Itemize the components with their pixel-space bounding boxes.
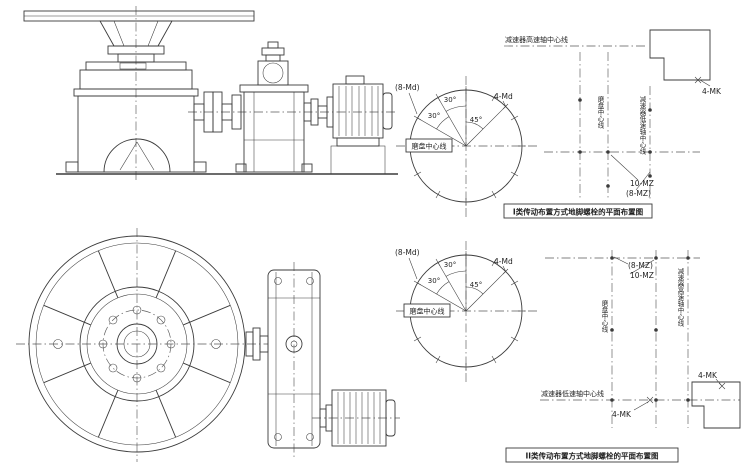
leader-line <box>502 265 507 273</box>
bolt-callout-4mk: 4-MK <box>702 87 722 96</box>
angle-label: 45° <box>470 116 482 124</box>
bolt-callout-4mk: 4-MK <box>698 371 718 380</box>
reducer-plan <box>267 262 321 458</box>
turntable-section <box>23 10 255 63</box>
mill-centerline-box <box>403 303 451 318</box>
plan-view <box>16 228 400 462</box>
bolt-ticks-1 <box>406 86 526 206</box>
mill-centerline-label: 磨盘中心线 <box>410 307 445 316</box>
mill-centerline-vlabel: 磨盘中心线 <box>596 95 604 129</box>
hs-shaft-centerline-label: 减速器高速轴中心线 <box>505 35 568 44</box>
angle-label: 30° <box>444 261 456 269</box>
angle-arcs-2 <box>436 270 484 295</box>
rim-hole-right <box>211 339 221 349</box>
bolt-callout-4md: 4-Md <box>494 257 513 266</box>
foundation-schematic-1: 减速器高速轴中心线 4-MK 磨盘中心线 减速器低速轴中心线 10-MZ (8-… <box>504 29 722 200</box>
bolt-callout-8mz: (8-MZ) <box>626 189 651 198</box>
bolt-callout-10mz: 10-MZ <box>630 179 654 188</box>
bolt-callout-8md: (8-Md) <box>395 248 420 257</box>
leader-line <box>715 378 723 387</box>
hub-bolt-holes <box>98 305 176 383</box>
hub-bolt-circle <box>102 309 172 379</box>
leader-line <box>408 92 418 115</box>
angle-label: 30° <box>428 112 440 120</box>
bolt-cross <box>694 76 702 84</box>
anchor-bolts-1 <box>578 98 652 188</box>
bolt-callout-8mz: (8-MZ) <box>628 261 653 270</box>
bevel-gearbox <box>235 41 313 173</box>
leader-line <box>610 154 639 181</box>
motor-plinth <box>330 145 386 175</box>
bolt-diagram-1: 30° 30° 45° (8-Md) 4-Md 磨盘中心线 <box>395 76 538 218</box>
main-gearbox <box>65 61 207 173</box>
leader-line <box>635 171 651 191</box>
angle-label: 45° <box>470 281 482 289</box>
mill-centerline-vlabel: 磨盘中心线 <box>600 299 608 333</box>
caption-1: I类传动布置方式地脚螺栓的平面布置图 <box>503 203 653 219</box>
leader-line <box>613 256 629 265</box>
radial-lines-2 <box>417 255 506 312</box>
bolt-diagram-2: 30° 30° 45° (8-Md) 4-Md 磨盘中心线 <box>395 241 538 383</box>
caption-1-text: I类传动布置方式地脚螺栓的平面布置图 <box>513 207 644 217</box>
radial-lines-1 <box>417 90 506 147</box>
foundation-step-1 <box>649 29 711 81</box>
arch-opening <box>103 138 171 173</box>
ls-shaft-centerline-vlabel: 减速器低速轴中心线 <box>638 95 646 155</box>
bolt-callout-10mz: 10-MZ <box>630 271 654 280</box>
leader-line <box>502 100 507 108</box>
mill-disc <box>28 235 246 453</box>
bolt-callout-4mk: 4-MK <box>612 410 632 419</box>
foundation-schematic-2: 减速器高速轴中心线 磨盘中心线 减速器低速轴中心线 (8-MZ) 10-MZ 4… <box>540 250 741 429</box>
ls-shaft-centerline-label: 减速器低速轴中心线 <box>541 389 604 398</box>
leader-line <box>699 79 711 87</box>
leader-line <box>408 257 418 280</box>
output-coupling <box>193 91 242 133</box>
caption-2-text: II类传动布置方式地脚螺栓的平面布置图 <box>525 451 659 461</box>
bolt-callout-4md: 4-Md <box>494 92 513 101</box>
gearbox-foot-left <box>65 161 79 173</box>
angle-label: 30° <box>444 96 456 104</box>
foundation-step-2 <box>691 381 741 429</box>
rim-hole-left <box>53 339 63 349</box>
bolt-callout-8md: (8-Md) <box>395 83 420 92</box>
mill-centerline-label: 磨盘中心线 <box>412 142 447 151</box>
leader-line <box>633 401 649 411</box>
disc-hub <box>79 286 195 402</box>
motor-elevation <box>326 75 393 175</box>
disc-outer-rim <box>28 235 246 453</box>
gearbox-foot-right <box>193 161 207 173</box>
caption-2: II类传动布置方式地脚螺栓的平面布置图 <box>505 447 679 463</box>
motor-base <box>336 137 380 147</box>
hs-shaft-centerline-vlabel: 减速器高速轴中心线 <box>676 267 684 327</box>
angle-arcs-1 <box>436 105 484 130</box>
angle-label: 30° <box>428 277 440 285</box>
mill-centerline-box <box>405 138 453 153</box>
terminal-box <box>345 75 365 85</box>
disc-spokes <box>43 250 231 438</box>
leader-line <box>629 259 655 275</box>
elevation-view <box>23 6 398 182</box>
motor-plan <box>312 389 400 447</box>
anchor-bolts-2 <box>610 256 690 402</box>
